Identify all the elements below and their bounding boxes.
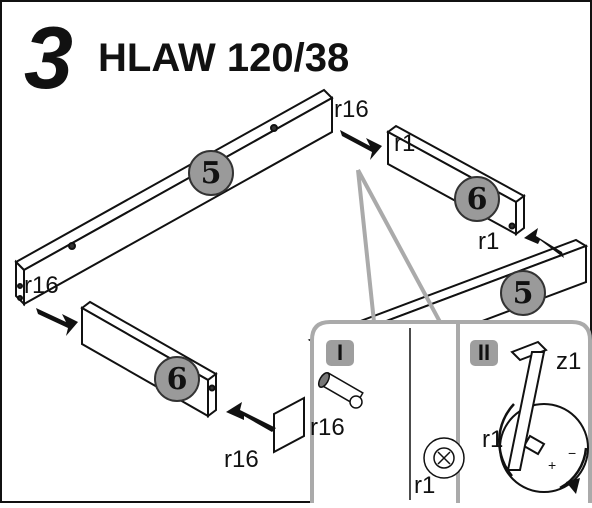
rotation-arc-2 bbox=[559, 447, 588, 490]
label-r1-right: r1 bbox=[478, 228, 500, 255]
cam-dowel bbox=[317, 371, 364, 409]
label-r16-bottom: r16 bbox=[224, 446, 259, 473]
svg-text:−: − bbox=[568, 445, 576, 461]
label-r16-top: r16 bbox=[334, 96, 369, 123]
step-number: 3 bbox=[24, 8, 73, 107]
label-r16-left: r16 bbox=[24, 272, 59, 299]
long-panel-top bbox=[14, 88, 334, 307]
detail-tag-i: I bbox=[326, 340, 354, 366]
label-r1-detail: r1 bbox=[414, 472, 436, 499]
label-r16-detail: r16 bbox=[310, 414, 345, 441]
rotation-arrowhead bbox=[566, 478, 580, 494]
detail-leaders bbox=[356, 169, 442, 323]
part-badge-short-left: 6 bbox=[154, 356, 200, 402]
short-panel-left bbox=[80, 300, 218, 418]
svg-text:+: + bbox=[548, 457, 556, 473]
model-title: HLAW 120/38 bbox=[98, 36, 350, 80]
label-r1-top: r1 bbox=[394, 130, 416, 157]
part-badge-long-right: 5 bbox=[500, 270, 546, 316]
label-r1-detail2: r1 bbox=[482, 426, 504, 453]
part-badge-long-top: 5 bbox=[188, 150, 234, 196]
allen-key bbox=[506, 340, 548, 471]
label-z1-detail: z1 bbox=[556, 348, 582, 375]
detail-tag-ii: II bbox=[470, 340, 498, 366]
screw-head bbox=[423, 437, 465, 479]
part-badge-short-right: 6 bbox=[454, 176, 500, 222]
short-panel-bottom bbox=[273, 396, 305, 454]
rotation-arc bbox=[497, 403, 515, 477]
